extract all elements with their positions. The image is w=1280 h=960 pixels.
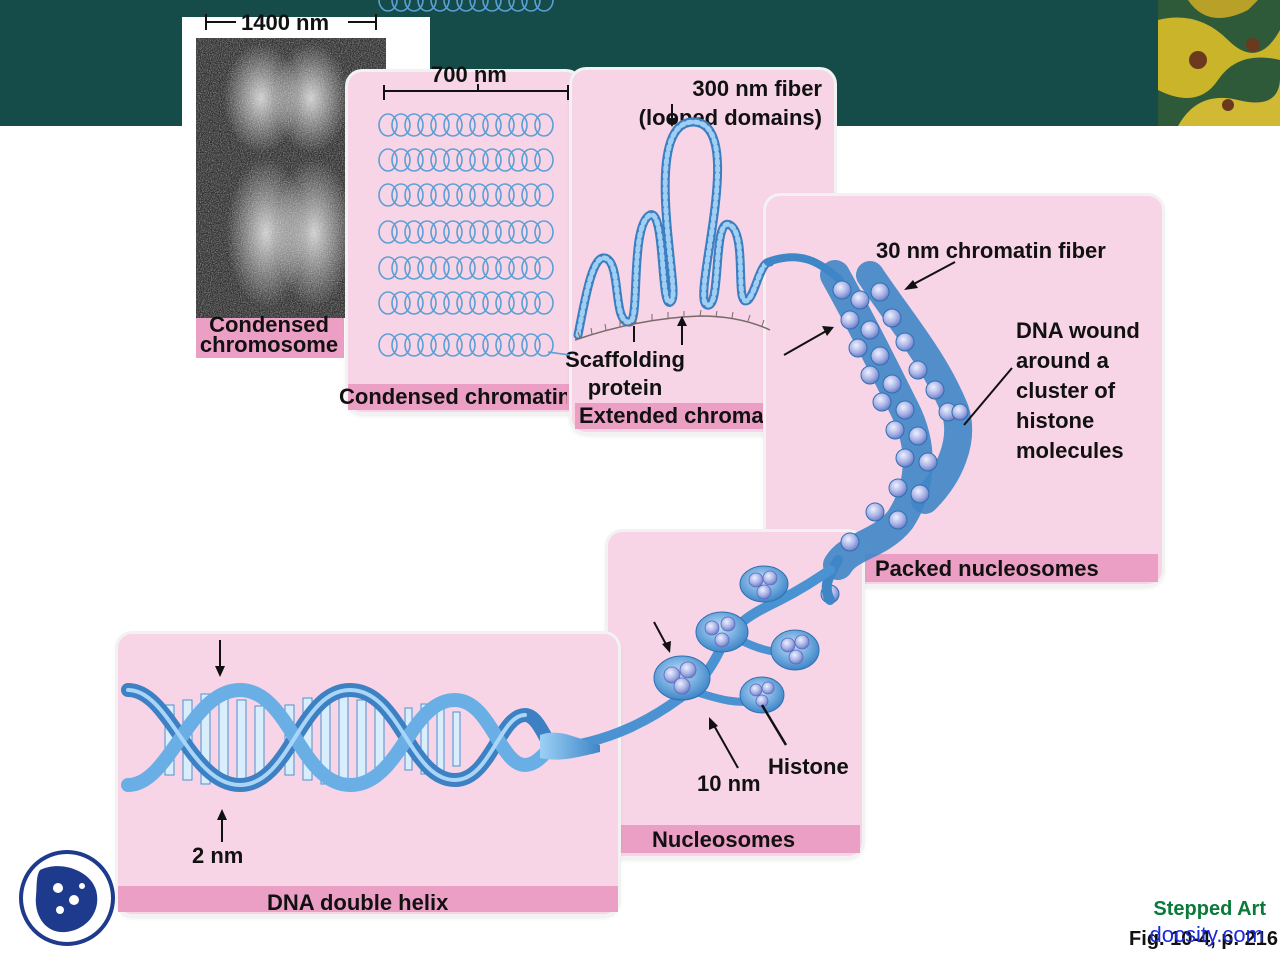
- nucleosomes-panel: [608, 532, 862, 856]
- dna-double-helix-caption: DNA double helix: [267, 891, 449, 915]
- decorative-image: [1158, 0, 1280, 126]
- fiber-300-label: 300 nm fiber (looped domains): [638, 76, 822, 130]
- scale-700-bracket: [383, 84, 569, 100]
- nucleosome-string: [550, 565, 835, 769]
- nucleosomes-caption: Nucleosomes: [652, 828, 796, 852]
- condensed-chromosome-caption-bar: [196, 318, 344, 358]
- fiber-30-label: 30 nm chromatin fiber: [876, 238, 1106, 263]
- packed-nucleosomes-caption: Packed nucleosomes: [875, 557, 1099, 581]
- scale-1400-label: 1400 nm: [241, 10, 330, 35]
- histone-label: Histone: [768, 754, 849, 779]
- scale-700-label: 700 nm: [431, 62, 507, 87]
- figure-reference: Fig. 10-4, p. 216: [1129, 928, 1278, 950]
- nm-10-label: 10 nm: [697, 771, 761, 796]
- nm-2-label: 2 nm: [192, 843, 244, 868]
- watermark-text: docsity.com: [1149, 922, 1264, 947]
- condensed-chromatin-caption: Condensed chromatin: [339, 385, 567, 409]
- extended-chromatin-caption-bar: [575, 403, 770, 429]
- packed-nucleosome-fiber: [783, 260, 1013, 605]
- extended-chromatin-caption: Extended chromatin: [579, 404, 767, 428]
- condensed-chromatin-caption-bar: [348, 384, 572, 410]
- looped-fiber: [573, 104, 775, 345]
- nucleosomes-caption-bar: [610, 825, 860, 853]
- stepped-art-label: Stepped Art: [1153, 898, 1266, 920]
- packed-nucleosomes-caption-bar: [862, 554, 1158, 582]
- condensed-chromatin-coils: [378, 0, 571, 357]
- dna-helix: [121, 640, 600, 842]
- dna-wound-label: DNA wound around a cluster of histone mo…: [1016, 318, 1140, 463]
- scaffolding-protein-label: Scaffolding protein: [565, 347, 685, 400]
- logo-icon: [19, 850, 115, 946]
- dna-double-helix-caption-bar: [118, 886, 618, 912]
- condensed-chromosome-caption: Condensed chromosome: [199, 312, 339, 357]
